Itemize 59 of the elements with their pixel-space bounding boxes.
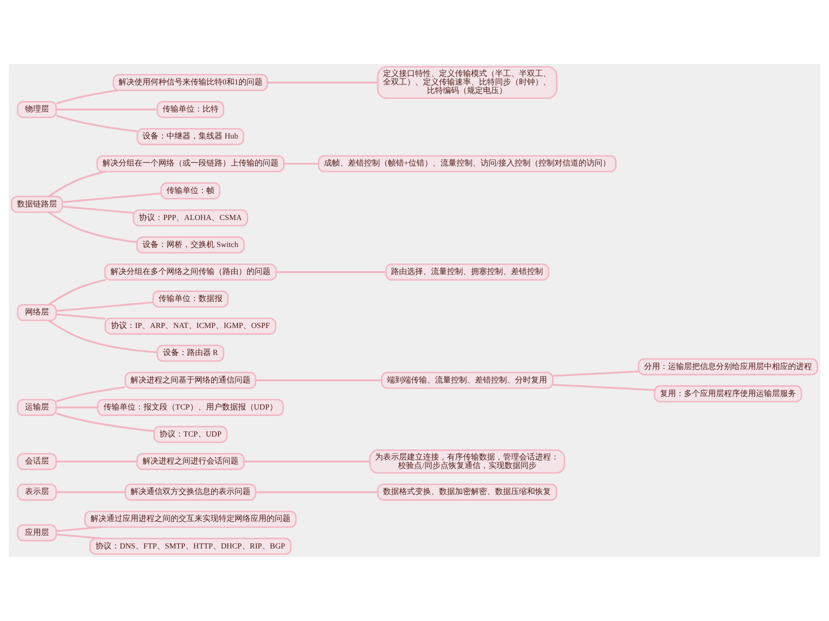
node-box: 网络层 — [16, 304, 57, 322]
node-box: 运输层 — [16, 398, 57, 416]
connector — [62, 206, 134, 214]
connector — [284, 162, 319, 165]
node-box: 分用：运输层把信息分别给应用层中相应的进程 — [638, 358, 818, 376]
connector — [256, 491, 378, 494]
connector — [268, 82, 378, 84]
connector — [56, 491, 126, 494]
node-box: 解决使用何种信号来传输比特0和1的问题 — [112, 74, 268, 92]
node-box: 为表示层建立连接，有序传输数据，管理会话进程：校验点/同步点恢复通信，实现数据同步 — [369, 449, 566, 474]
connector — [56, 412, 154, 432]
node-box: 传输单位：数据报 — [152, 290, 229, 308]
node-box: 解决通过应用进程之间的交互来实现特定网络应用的问题 — [84, 510, 297, 528]
connector — [56, 460, 137, 462]
connector — [56, 406, 98, 408]
node-box: 解决通信双方交换信息的表示问题 — [124, 484, 256, 501]
connector — [552, 384, 655, 391]
node-box: 协议：DNS、FTP、SMTP、HTTP、DHCP、RIP、BGP — [89, 538, 292, 555]
connector — [552, 370, 638, 377]
node-box: 解决进程之间进行会话问题 — [136, 452, 245, 470]
connector — [56, 89, 118, 104]
node-box: 表示层 — [16, 484, 57, 501]
node-box: 复用：多个应用层程序使用运输层服务 — [654, 385, 802, 402]
connector — [48, 278, 106, 306]
node-box: 传输单位：帧 — [160, 182, 220, 200]
node-box: 数据链路层 — [10, 196, 63, 213]
node-box: 协议：IP、ARP、NAT、ICMP、IGMP、OSPF — [104, 318, 276, 335]
node-box: 设备：网桥，交换机 Switch — [136, 236, 245, 254]
node-box: 协议：PPP、ALOHA、CSMA — [132, 209, 248, 226]
node-box: 传输单位：报文段（TCP）、用户数据报（UDP） — [97, 398, 284, 416]
connector — [48, 170, 106, 198]
connector — [244, 460, 370, 462]
node-box: 解决进程之间基于网络的通信问题 — [124, 372, 256, 389]
node-box: 成帧、差错控制（帧错+位错）、流量控制、访问/接入控制（控制对信道的访问） — [318, 155, 616, 172]
connector — [56, 386, 126, 402]
node-box: 会话层 — [16, 452, 57, 470]
connector — [56, 534, 102, 540]
connector — [56, 313, 106, 320]
connector — [56, 526, 102, 532]
node-box: 设备：中继器，集线器 Hub — [136, 128, 244, 146]
node-box: 路由选择、流量控制、拥塞控制、差错控制 — [385, 263, 550, 281]
node-box: 解决分组在多个网络之间传输（路由）的问题 — [104, 263, 277, 281]
node-box: 解决分组在一个网络（或一段链路）上传输的问题 — [96, 155, 284, 172]
node-box: 端到端传输、流量控制、差错控制、分时复用 — [381, 372, 554, 389]
node-box: 传输单位：比特 — [156, 101, 224, 118]
connector — [56, 108, 158, 111]
node-box: 设备：路由器 R — [156, 344, 224, 362]
node-box: 应用层 — [16, 524, 57, 542]
connector — [48, 320, 158, 354]
connector — [276, 271, 386, 273]
node-box: 定义接口特性、定义传输模式（半工、半双工、全双工）、定义传输速率、比特同步（时钟）、比特编码（规定电压） — [377, 66, 558, 99]
node-box: 物理层 — [16, 101, 57, 118]
node-box: 协议：TCP、UDP — [153, 426, 228, 444]
connector — [48, 211, 137, 244]
connector — [62, 192, 162, 204]
connector — [56, 301, 153, 312]
connector — [256, 379, 382, 382]
node-box: 数据格式变换、数据加密解密、数据压缩和恢复 — [377, 484, 558, 501]
connector — [56, 114, 138, 132]
